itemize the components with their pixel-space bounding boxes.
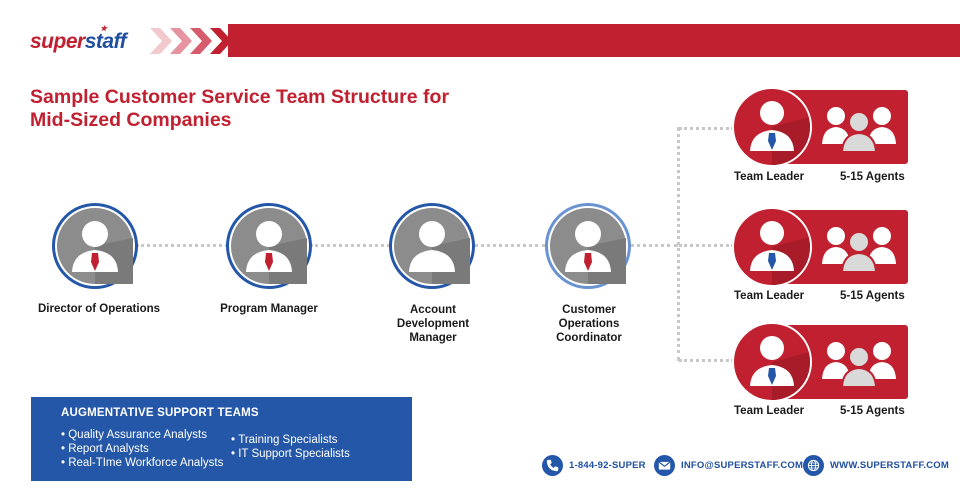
node-program-manager [226,203,312,289]
support-item: Real-TIme Workforce Analysts [61,456,231,470]
connector-line [679,359,734,362]
person-icon [57,208,133,284]
header-banner [228,24,960,57]
contact-email[interactable]: INFO@SUPERSTAFF.COM [654,454,803,476]
team-leader-label: Team Leader [734,290,805,302]
page-title: Sample Customer Service Team Structure f… [30,86,500,132]
node-label-account-development-manager: Account Development Manager [396,304,470,344]
connector-line [474,244,546,247]
team-leader-avatar [732,87,812,167]
logo-star-icon: ★ [100,24,107,33]
connector-line [310,244,390,247]
node-director-of-operations [52,203,138,289]
person-icon [394,208,470,284]
phone-text: 1-844-92-SUPER [569,459,646,471]
connector-line [679,127,734,130]
contact-web[interactable]: WWW.SUPERSTAFF.COM [803,454,949,476]
connector-line [677,127,680,361]
logo-super-text: super [30,30,85,53]
support-list-1: Quality Assurance Analysts Report Analys… [61,428,231,470]
agents-count-label: 5-15 Agents [840,405,905,417]
agents-group-icon [822,342,896,387]
support-item: Training Specialists [231,433,350,447]
person-icon [550,208,626,284]
person-icon [231,208,307,284]
agents-count-label: 5-15 Agents [840,290,905,302]
node-customer-operations-coordinator [545,203,631,289]
connector-line [630,244,678,247]
web-text: WWW.SUPERSTAFF.COM [830,459,949,471]
globe-icon [803,454,824,476]
support-item: Report Analysts [61,442,231,456]
email-icon [654,454,675,476]
superstaff-logo: superstaff ★ [30,24,127,54]
contact-phone[interactable]: 1-844-92-SUPER [542,454,646,476]
support-teams-box: AUGMENTATIVE SUPPORT TEAMS Quality Assur… [31,397,412,481]
team-card [732,322,908,402]
support-teams-title: AUGMENTATIVE SUPPORT TEAMS [61,407,259,419]
node-account-development-manager [389,203,475,289]
title-line-1: Sample Customer Service Team Structure f… [30,86,450,108]
agents-count-label: 5-15 Agents [840,171,905,183]
title-line-2: Mid-Sized Companies [30,109,232,131]
node-label-program-manager: Program Manager [220,303,318,315]
person-icon [750,221,810,285]
email-text: INFO@SUPERSTAFF.COM [681,459,804,471]
team-card [732,207,908,287]
logo-staff-text: staff [84,30,127,53]
team-leader-label: Team Leader [734,405,805,417]
person-icon [750,101,810,165]
phone-icon [542,454,563,476]
support-item: Quality Assurance Analysts [61,428,231,442]
support-list-2: Training Specialists IT Support Speciali… [231,428,350,470]
agents-group-icon [822,227,896,272]
team-card [732,87,908,167]
team-leader-avatar [732,207,812,287]
connector-line [679,244,734,247]
support-item: IT Support Specialists [231,447,350,461]
chevrons-icon [150,28,232,54]
node-label-director: Director of Operations [37,303,161,315]
connector-line [136,244,228,247]
team-leader-label: Team Leader [734,171,805,183]
agents-group-icon [822,107,896,152]
team-leader-avatar [732,322,812,402]
node-label-customer-operations-coordinator: Customer Operations Coordinator [556,304,622,344]
person-icon [750,336,810,400]
